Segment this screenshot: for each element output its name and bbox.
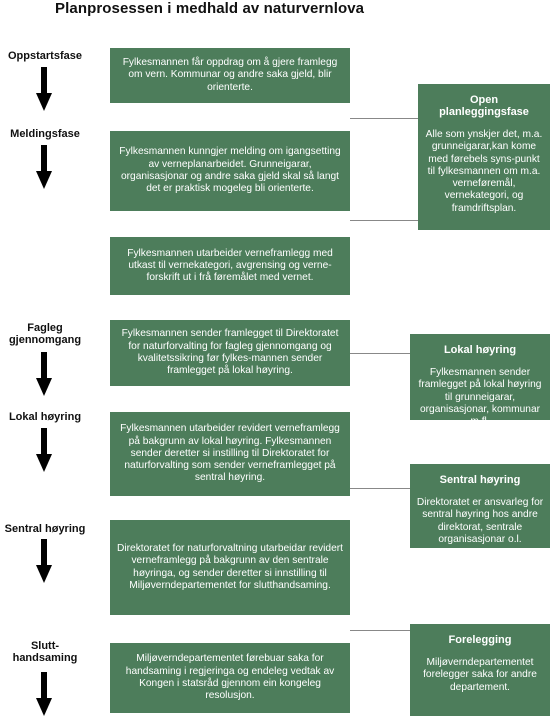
down-arrow-icon	[36, 145, 52, 189]
phase-label-sentral: Sentral høyring	[4, 523, 86, 535]
connector-line	[350, 220, 418, 221]
process-step-7-text: Miljøverndepartementet førebuar saka for…	[125, 653, 335, 702]
connector-line	[350, 118, 418, 119]
process-step-2-text: Fylkesmannen kunngjer melding om igangse…	[119, 146, 341, 195]
connector-line	[350, 353, 410, 354]
side-box-sentral-hoyring: Sentral høyring Direktoratet er ansvarle…	[410, 464, 550, 548]
process-step-2: Fylkesmannen kunngjer melding om igangse…	[110, 131, 350, 211]
side-box-open-planning: Open planleggingsfase Alle som ynskjer d…	[418, 84, 550, 230]
process-step-4: Fylkesmannen sender framlegget til Direk…	[110, 320, 350, 386]
phase-label-melding: Meldingsfase	[10, 128, 80, 140]
process-step-5: Fylkesmannen utarbeider revidert vernefr…	[110, 412, 350, 496]
phase-label-oppstart: Oppstartsfase	[8, 50, 82, 62]
side-box-forelegging-heading: Forelegging	[448, 634, 512, 646]
process-step-1-text: Fylkesmannen får oppdrag om å gjere fram…	[122, 57, 338, 93]
side-box-forelegging: Forelegging Miljøverndepartementet forel…	[410, 624, 550, 716]
down-arrow-icon	[36, 67, 52, 111]
process-step-1: Fylkesmannen får oppdrag om å gjere fram…	[110, 48, 350, 103]
phase-label-fagleg-line2: gjennomgang	[8, 334, 82, 346]
phase-label-fagleg: Fagleg gjennomgang	[0, 322, 90, 346]
process-step-5-text: Fylkesmannen utarbeider revidert vernefr…	[120, 423, 340, 484]
side-box-open-body: Alle som ynskjer det, m.a. grunneigarar,…	[425, 129, 543, 214]
process-step-4-text: Fylkesmannen sender framlegget til Direk…	[121, 328, 339, 377]
down-arrow-icon	[36, 672, 52, 716]
side-box-lokal-heading: Lokal høyring	[443, 344, 517, 356]
phase-label-slutt-line1: Slutt-	[30, 640, 60, 652]
phase-label-slutt-line2: handsaming	[12, 652, 78, 664]
side-box-sentral-heading: Sentral høyring	[439, 474, 521, 486]
process-step-3: Fylkesmannen utarbeider verneframlegg me…	[110, 237, 350, 295]
phase-label-lokal: Lokal høyring	[8, 411, 82, 423]
side-box-forelegging-body: Miljøverndepartementet forelegger saka f…	[423, 657, 537, 693]
process-step-3-text: Fylkesmannen utarbeider verneframlegg me…	[127, 247, 333, 284]
down-arrow-icon	[36, 539, 52, 583]
process-step-6: Direktoratet for naturforvaltning utarbe…	[110, 520, 350, 615]
side-box-sentral-body: Direktoratet er ansvarleg for sentral hø…	[416, 497, 544, 545]
diagram-title: Planprosessen i medhald av naturvernlova	[55, 0, 365, 17]
side-box-lokal-hoyring: Lokal høyring Fylkesmannen sender framle…	[410, 334, 550, 427]
connector-line	[350, 630, 410, 631]
phase-label-fagleg-line1: Fagleg	[27, 322, 63, 334]
process-step-7: Miljøverndepartementet førebuar saka for…	[110, 643, 350, 713]
side-box-lokal-body: Fylkesmannen sender framlegget på lokal …	[418, 367, 542, 428]
connector-line	[350, 488, 410, 489]
process-step-6-text: Direktoratet for naturforvaltning utarbe…	[117, 542, 343, 591]
phase-label-slutt: Slutt- handsaming	[0, 640, 90, 664]
down-arrow-icon	[36, 352, 52, 396]
down-arrow-icon	[36, 428, 52, 472]
side-box-open-heading: Open planleggingsfase	[439, 94, 529, 118]
